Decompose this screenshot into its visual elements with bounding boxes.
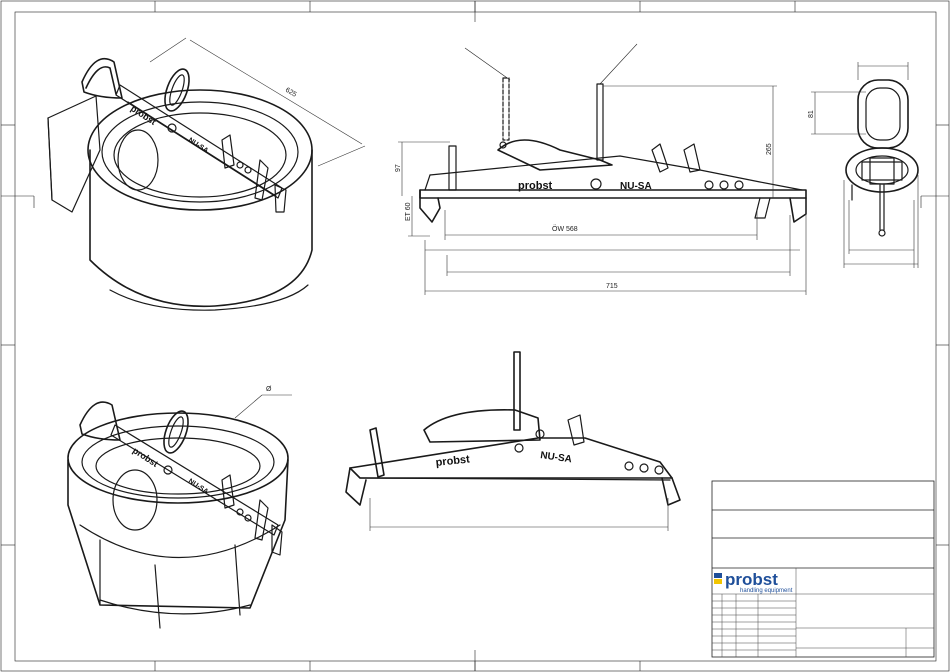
logo-blue-square	[714, 573, 722, 578]
title-block: probst handling equipment	[712, 481, 934, 657]
front-model-text: NU-SA	[620, 181, 652, 192]
front-brand-text: probst	[518, 180, 553, 192]
dim-et60-label: ET 60	[405, 202, 412, 221]
logo-subtext: handling equipment	[740, 588, 793, 594]
dim-81-label: 81	[808, 110, 815, 118]
dim-625-line	[190, 40, 362, 144]
dim-ow568-label: ÖW 568	[552, 225, 578, 233]
dim-diameter-label: Ø	[266, 386, 272, 393]
iso-bottom-brand-text: probst	[131, 445, 160, 469]
logo-text: probst	[725, 570, 778, 589]
perspective-brand-text: probst	[435, 453, 471, 469]
logo-yellow-square	[714, 579, 722, 584]
dim-625-label: 625	[284, 87, 298, 99]
iso-view-top: probst NU-SA 625	[48, 38, 365, 310]
perspective-model-text: NU-SA	[540, 450, 573, 465]
dim-97-label: 97	[395, 164, 402, 172]
front-view: probst NU-SA 97 ET 60 ÖW 568 715 265	[395, 44, 806, 295]
side-view: 81	[808, 62, 918, 268]
iso-view-bottom: probst NU-SA Ø	[68, 386, 292, 628]
probst-logo: probst handling equipment	[714, 570, 793, 594]
perspective-view: probst NU-SA	[346, 352, 680, 531]
dim-265-label: 265	[766, 143, 773, 155]
dim-715-label: 715	[606, 283, 618, 290]
revision-grid	[712, 594, 796, 657]
